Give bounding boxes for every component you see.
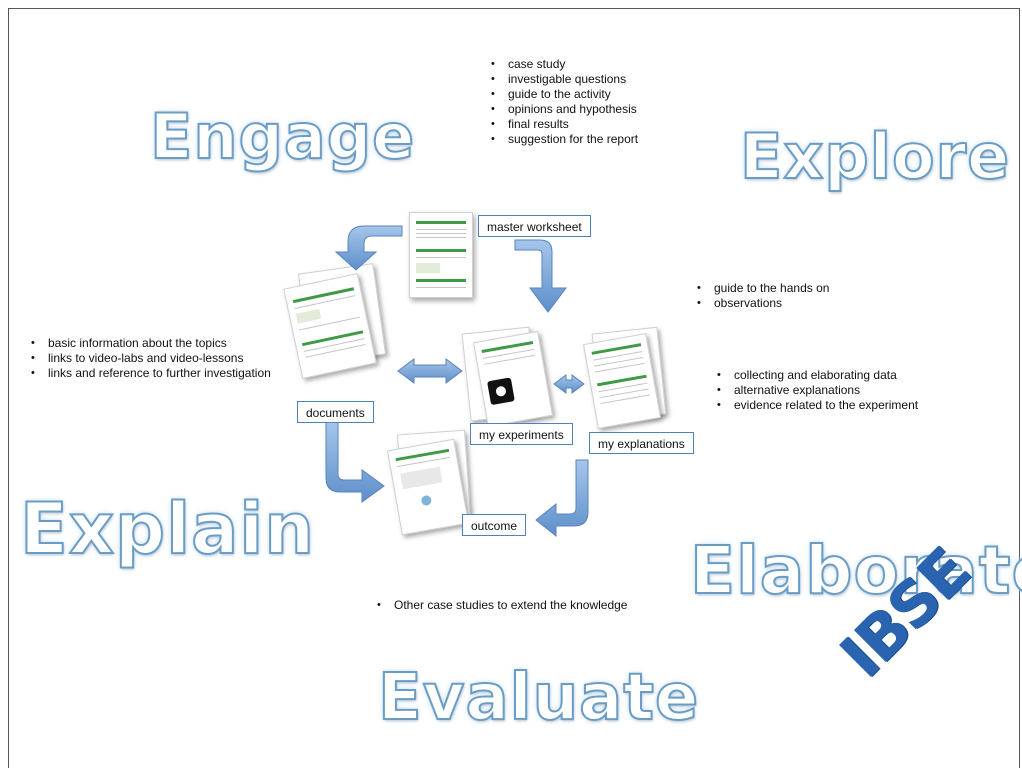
elaborate-list: collecting and elaborating data alternat…	[714, 368, 918, 413]
engage-item: opinions and hypothesis	[491, 102, 638, 117]
engage-list: case study investigable questions guide …	[488, 57, 638, 147]
arrow-documents-to-outcome	[325, 421, 385, 503]
engage-item: suggestion for the report	[491, 132, 638, 147]
title-explore: Explore	[739, 120, 1011, 193]
arrow-explanations-to-outcome	[535, 459, 589, 538]
engage-item: final results	[491, 117, 638, 132]
explore-item: observations	[697, 296, 829, 311]
elaborate-item: alternative explanations	[717, 383, 918, 398]
title-engage: Engage	[149, 100, 416, 173]
arrow-experiments-explanations	[553, 374, 585, 394]
label-outcome: outcome	[462, 514, 527, 536]
label-my-explanations: my explanations	[589, 432, 694, 454]
explain-item: links and reference to further investiga…	[31, 366, 288, 381]
title-evaluate: Evaluate	[377, 661, 700, 735]
explain-item: basic information about the topics	[31, 336, 288, 351]
elaborate-item: collecting and elaborating data	[717, 368, 918, 383]
explore-list: guide to the hands on observations	[694, 281, 830, 311]
explain-list: basic information about the topics links…	[28, 336, 288, 381]
label-documents: documents	[297, 401, 374, 423]
engage-item: case study	[491, 57, 638, 72]
title-elaborate: Elaborate	[689, 532, 1022, 609]
master-worksheet-document	[409, 212, 473, 298]
engage-item: guide to the activity	[491, 87, 638, 102]
evaluate-item: Other case studies to extend the knowled…	[377, 598, 628, 613]
title-explain: Explain	[19, 488, 316, 570]
explore-item: guide to the hands on	[697, 281, 830, 296]
explain-item: links to video-labs and video-lessons	[31, 351, 288, 366]
label-master-worksheet: master worksheet	[478, 215, 591, 237]
evaluate-list: Other case studies to extend the knowled…	[374, 598, 628, 613]
arrow-master-to-documents	[334, 225, 403, 271]
engage-item: investigable questions	[491, 72, 638, 87]
arrow-master-to-experiments	[514, 239, 567, 313]
arrow-documents-experiments	[397, 358, 463, 384]
elaborate-item: evidence related to the experiment	[717, 398, 918, 413]
label-my-experiments: my experiments	[470, 423, 573, 445]
slide-frame	[8, 8, 1020, 768]
